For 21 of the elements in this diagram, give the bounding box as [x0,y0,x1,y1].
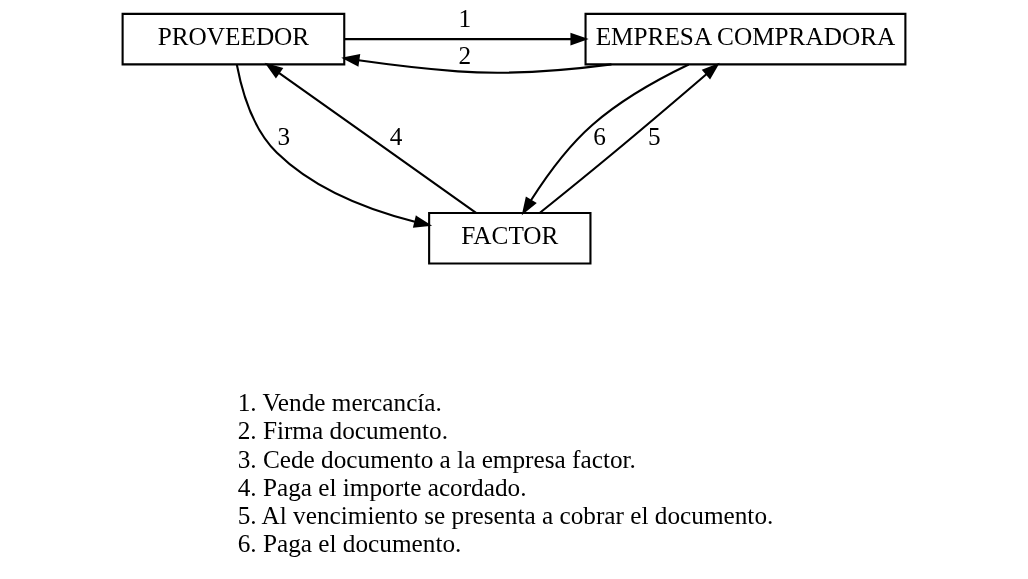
arrow [521,63,690,216]
label: 1. Vende mercancía. [237,388,442,417]
arrow [264,62,477,214]
edge-label: 5 [647,121,661,150]
edge-label: 4 [389,121,403,150]
label: 5. Al vencimiento se presenta a cobrar el documento. [237,500,774,529]
arrow [341,54,612,74]
arrow [539,62,720,214]
edge-label: 1 [458,4,472,33]
label: 3. Cede documento a la empresa factor. [237,444,636,473]
node-box: PROVEEDOR [121,12,346,66]
label: 6. Paga el documento. [237,528,462,557]
arrow [235,64,433,228]
node-box: FACTOR [428,212,592,265]
edge-label: 6 [593,121,606,150]
label: 2. Firma documento. [237,416,449,445]
arrow [344,32,589,46]
edge-label: 3 [277,121,291,150]
label: 4. Paga el importe acordado. [237,472,527,501]
node-box: EMPRESA COMPRADORA [584,12,907,66]
edge-label: 2 [458,40,472,69]
